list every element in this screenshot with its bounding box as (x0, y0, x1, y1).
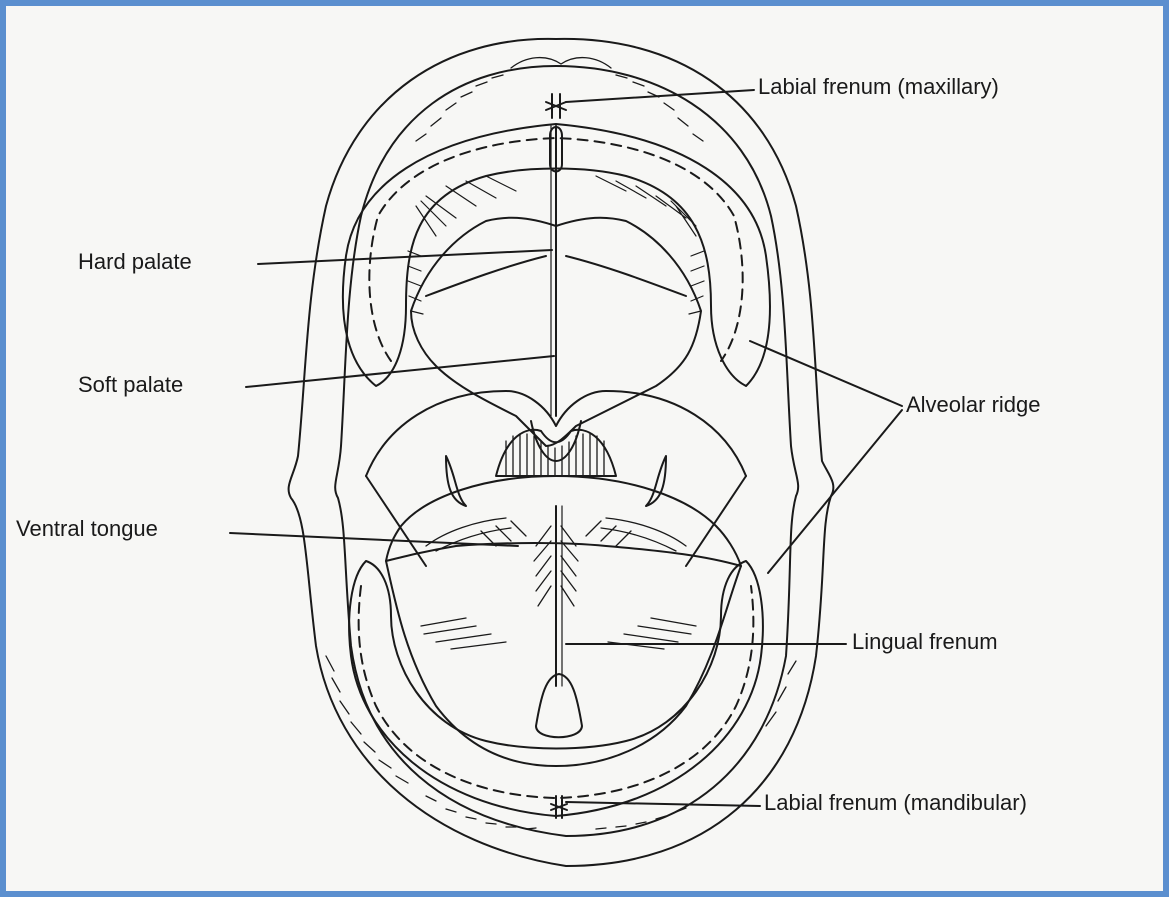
buccal-line-left (366, 476, 426, 566)
leader-labial-frenum-mandibular (566, 802, 760, 806)
label-labial-frenum-maxillary: Labial frenum (maxillary) (758, 76, 999, 98)
label-soft-palate: Soft palate (78, 374, 183, 396)
outer-lip-outline (289, 39, 834, 866)
ventral-tongue-veins (421, 518, 696, 649)
tonsil-left (446, 456, 466, 506)
label-labial-frenum-mandibular: Labial frenum (mandibular) (764, 792, 1027, 814)
palatal-fold-right (566, 256, 686, 296)
label-alveolar-ridge: Alveolar ridge (906, 394, 1041, 416)
tonsil-right (646, 456, 666, 506)
leader-alveolar-ridge-upper (750, 341, 902, 406)
tongue-outline (386, 476, 741, 566)
label-lingual-frenum: Lingual frenum (852, 631, 998, 653)
sublingual-caruncle (536, 674, 582, 737)
leader-labial-frenum-maxillary (566, 90, 754, 102)
leader-soft-palate (246, 356, 554, 387)
oropharynx (496, 430, 616, 476)
oropharynx-hatching (506, 434, 604, 476)
label-hard-palate: Hard palate (78, 251, 192, 273)
leader-alveolar-ridge-lower (768, 410, 902, 573)
tongue-undersurface (386, 561, 741, 766)
label-ventral-tongue: Ventral tongue (16, 518, 158, 540)
maxillary-frenum-mark (546, 94, 566, 118)
leader-hard-palate (258, 250, 552, 264)
mouth-illustration (6, 6, 1163, 891)
buccal-line-right (686, 476, 746, 566)
palatal-fold-left (426, 256, 546, 296)
